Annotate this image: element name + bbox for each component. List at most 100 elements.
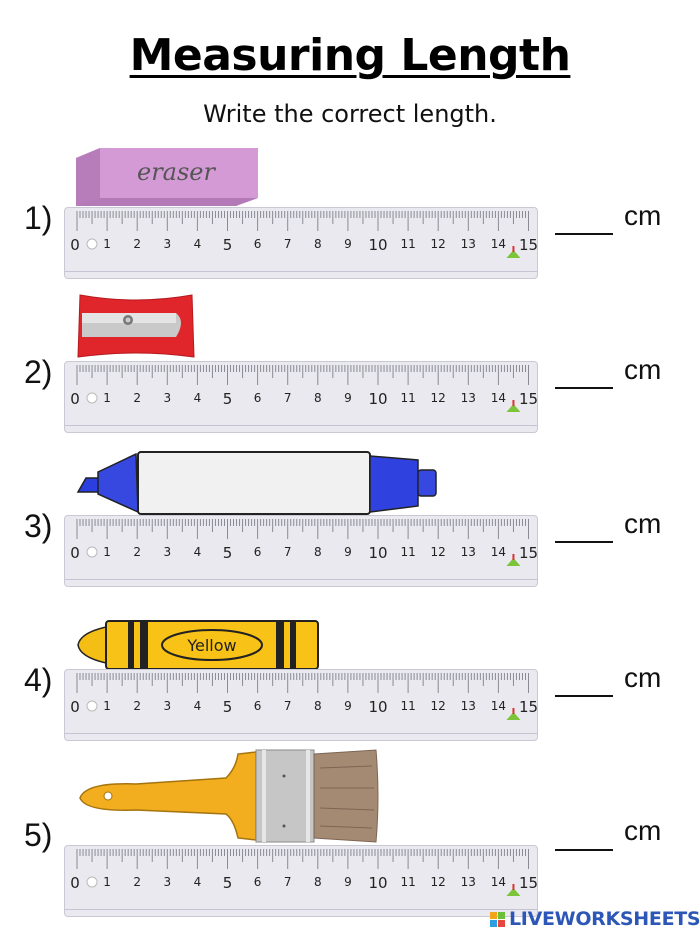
svg-text:14: 14 [491, 875, 506, 889]
svg-text:11: 11 [400, 237, 415, 251]
svg-text:8: 8 [314, 237, 322, 251]
svg-text:13: 13 [461, 391, 476, 405]
svg-text:3: 3 [163, 237, 171, 251]
svg-text:4: 4 [194, 391, 202, 405]
svg-text:12: 12 [431, 875, 446, 889]
svg-text:14: 14 [491, 237, 506, 251]
svg-text:1: 1 [103, 699, 111, 713]
svg-text:3: 3 [163, 391, 171, 405]
svg-text:8: 8 [314, 391, 322, 405]
svg-text:14: 14 [491, 699, 506, 713]
svg-text:14: 14 [491, 545, 506, 559]
svg-text:0: 0 [70, 874, 80, 892]
unit-label-4: cm [624, 662, 662, 693]
svg-text:10: 10 [368, 874, 387, 892]
svg-text:7: 7 [284, 545, 292, 559]
svg-text:7: 7 [284, 875, 292, 889]
sharpener-image [76, 293, 196, 359]
svg-text:2: 2 [133, 237, 141, 251]
svg-text:5: 5 [223, 874, 233, 892]
svg-text:9: 9 [344, 391, 352, 405]
unit-label-3: cm [624, 508, 662, 539]
unit-label-1: cm [624, 200, 662, 231]
svg-text:8: 8 [314, 699, 322, 713]
svg-text:0: 0 [70, 390, 80, 408]
svg-text:5: 5 [223, 544, 233, 562]
svg-text:5: 5 [223, 698, 233, 716]
svg-text:15: 15 [519, 698, 538, 716]
svg-text:4: 4 [194, 545, 202, 559]
crayon-image: Yellow [76, 619, 320, 671]
svg-text:5: 5 [223, 236, 233, 254]
svg-text:9: 9 [344, 699, 352, 713]
svg-text:8: 8 [314, 875, 322, 889]
svg-text:3: 3 [163, 875, 171, 889]
svg-text:0: 0 [70, 236, 80, 254]
svg-text:10: 10 [368, 236, 387, 254]
svg-text:1: 1 [103, 875, 111, 889]
svg-text:1: 1 [103, 391, 111, 405]
answer-blank-2[interactable] [555, 387, 613, 389]
svg-text:0: 0 [70, 544, 80, 562]
svg-text:9: 9 [344, 237, 352, 251]
answer-blank-3[interactable] [555, 541, 613, 543]
svg-text:11: 11 [400, 875, 415, 889]
svg-text:12: 12 [431, 545, 446, 559]
svg-text:Yellow: Yellow [186, 636, 236, 655]
svg-text:0: 0 [70, 698, 80, 716]
svg-text:2: 2 [133, 875, 141, 889]
svg-text:6: 6 [254, 875, 262, 889]
svg-text:2: 2 [133, 699, 141, 713]
svg-text:11: 11 [400, 699, 415, 713]
svg-text:7: 7 [284, 391, 292, 405]
svg-text:4: 4 [194, 237, 202, 251]
answer-blank-4[interactable] [555, 695, 613, 697]
question-number-1: 1) [24, 200, 53, 236]
svg-text:7: 7 [284, 699, 292, 713]
svg-text:7: 7 [284, 237, 292, 251]
svg-text:13: 13 [461, 545, 476, 559]
svg-text:4: 4 [194, 875, 202, 889]
question-number-3: 3) [24, 508, 53, 544]
instructions: Write the correct length. [203, 100, 497, 128]
svg-text:6: 6 [254, 699, 262, 713]
svg-text:6: 6 [254, 237, 262, 251]
svg-text:6: 6 [254, 391, 262, 405]
svg-text:13: 13 [461, 875, 476, 889]
question-number-4: 4) [24, 662, 53, 698]
svg-text:12: 12 [431, 391, 446, 405]
svg-text:eraser: eraser [137, 158, 217, 186]
paint-brush-image [76, 748, 380, 844]
answer-blank-5[interactable] [555, 849, 613, 851]
svg-text:9: 9 [344, 545, 352, 559]
answer-blank-1[interactable] [555, 233, 613, 235]
svg-text:10: 10 [368, 698, 387, 716]
question-number-5: 5) [24, 817, 53, 853]
svg-text:1: 1 [103, 237, 111, 251]
worksheet-title: Measuring Length [0, 30, 700, 81]
title-text: Measuring Length [129, 30, 571, 81]
svg-text:3: 3 [163, 545, 171, 559]
svg-text:12: 12 [431, 237, 446, 251]
svg-text:6: 6 [254, 545, 262, 559]
svg-text:13: 13 [461, 699, 476, 713]
svg-text:2: 2 [133, 545, 141, 559]
unit-label-5: cm [624, 815, 662, 846]
svg-text:12: 12 [431, 699, 446, 713]
unit-label-2: cm [624, 354, 662, 385]
svg-text:2: 2 [133, 391, 141, 405]
eraser-image: eraser [76, 148, 258, 206]
svg-text:13: 13 [461, 237, 476, 251]
svg-text:15: 15 [519, 390, 538, 408]
svg-text:3: 3 [163, 699, 171, 713]
svg-text:10: 10 [368, 544, 387, 562]
